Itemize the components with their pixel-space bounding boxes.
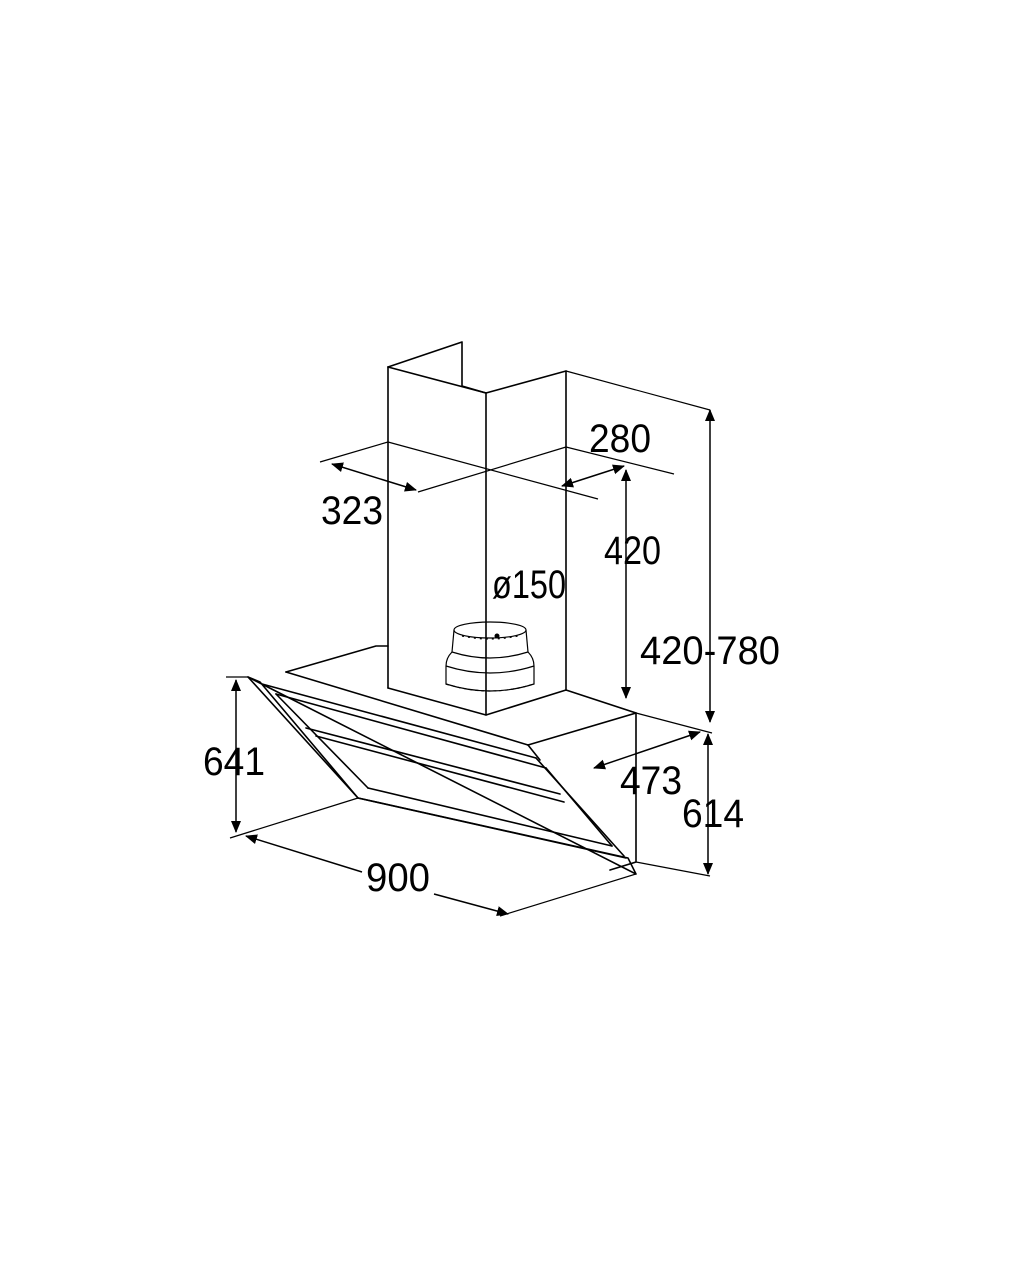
chimney-section-lines (319, 441, 675, 500)
label-420-780: 420-780 (640, 629, 780, 673)
hood-body (247, 645, 637, 875)
chimney (387, 341, 567, 716)
dimension-lines (226, 370, 715, 917)
label-614: 614 (682, 792, 744, 836)
label-473: 473 (620, 759, 682, 803)
label-641: 641 (203, 740, 265, 784)
label-900: 900 (366, 856, 430, 900)
label-280: 280 (589, 417, 651, 461)
label-420: 420 (604, 529, 661, 573)
duct-collar (445, 621, 535, 692)
label-duct-diameter: ø150 (492, 563, 566, 607)
label-323: 323 (321, 489, 383, 533)
dimension-labels: 323 280 420 ø150 420-780 641 473 614 900 (203, 417, 780, 900)
